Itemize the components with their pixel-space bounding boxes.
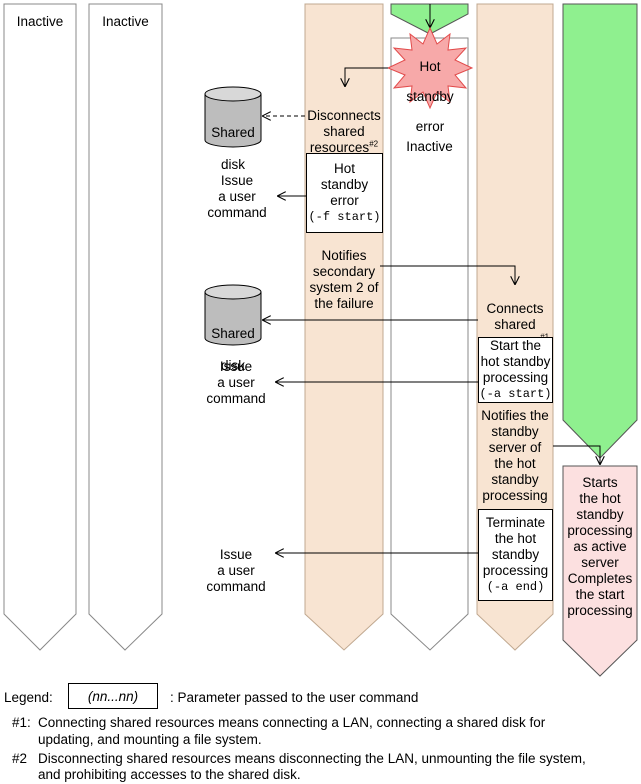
shared-disk-1-line2: disk bbox=[220, 157, 245, 172]
error-star-line2: standby bbox=[406, 89, 454, 104]
starts-active-label: Starts the hot standby processing as act… bbox=[567, 475, 633, 618]
lane-inactive-3 bbox=[390, 37, 469, 651]
lane-inactive-2 bbox=[88, 3, 163, 651]
shared-disk-2 bbox=[204, 284, 262, 346]
legend-param-desc: : Parameter passed to the user command bbox=[170, 690, 419, 705]
arrow-notify-connect bbox=[380, 265, 515, 284]
start-hot-standby-box: Start the hot standby processing (-a sta… bbox=[478, 337, 553, 403]
disconnects-label: Disconnects shared resources#2 bbox=[298, 92, 390, 156]
shared-disk-1-line1: Shared bbox=[211, 125, 255, 140]
arrow-error-to-disconnects bbox=[345, 67, 388, 86]
note-2-line-2: and prohibiting accesses to the shared d… bbox=[38, 767, 301, 782]
disconnects-text: Disconnects shared resources bbox=[307, 108, 381, 155]
error-star-label: Hot standby error bbox=[398, 44, 462, 134]
note-2-id: #2 bbox=[12, 751, 28, 766]
terminate-hot-standby-box: Terminate the hot standby processing (-a… bbox=[478, 509, 553, 601]
start-hot-standby-param: (-a start) bbox=[479, 387, 552, 401]
note-2-line-1: Disconnecting shared resources means dis… bbox=[38, 751, 586, 766]
error-star-line3: error bbox=[415, 119, 445, 134]
shared-disk-2-line1: Shared bbox=[211, 326, 255, 341]
error-star bbox=[386, 26, 474, 110]
issue-command-3: Issue a user command bbox=[206, 547, 266, 594]
error-star-line1: Hot bbox=[419, 59, 441, 74]
note-1-line-1: Connecting shared resources means connec… bbox=[38, 715, 546, 730]
hot-standby-error-box: Hot standby error (-f start) bbox=[306, 153, 383, 233]
issue-command-2: Issue a user command bbox=[206, 359, 266, 406]
disconnects-note: #2 bbox=[369, 139, 379, 149]
notifies-standby-label: Notifies the standby server of the hot s… bbox=[481, 408, 549, 503]
note-1-line-2: updating, and mounting a file system. bbox=[38, 732, 262, 747]
shared-disk-1 bbox=[204, 86, 262, 148]
notifies-secondary-label: Notifies secondary system 2 of the failu… bbox=[309, 248, 379, 311]
hot-standby-error-param: (-f start) bbox=[308, 210, 381, 224]
lane-tan-2 bbox=[476, 3, 554, 651]
terminate-hot-standby-text: Terminate the hot standby processing bbox=[482, 515, 549, 578]
terminate-hot-standby-param: (-a end) bbox=[486, 580, 545, 594]
shared-disk-1-label: Shared disk bbox=[205, 109, 261, 173]
lane-inactive-1 bbox=[3, 3, 77, 651]
hot-standby-error-text: Hot standby error bbox=[320, 161, 369, 208]
arrow-notify-active bbox=[553, 445, 600, 464]
issue-command-1: Issue a user command bbox=[207, 173, 267, 220]
note-1-id: #1: bbox=[12, 715, 31, 730]
shared-disk-2-label: Shared disk bbox=[205, 310, 261, 374]
lane-green-right bbox=[562, 3, 638, 459]
start-hot-standby-text: Start the hot standby processing bbox=[480, 338, 551, 385]
lane-label-inactive-3: Inactive bbox=[406, 139, 453, 154]
legend-param-box: (nn...nn) bbox=[68, 683, 158, 709]
legend-label: Legend: bbox=[4, 690, 53, 705]
lane-pink-right bbox=[562, 465, 638, 677]
lane-label-inactive-2: Inactive bbox=[102, 14, 149, 29]
lane-label-inactive-1: Inactive bbox=[16, 14, 64, 29]
shared-disk-2-line2: disk bbox=[220, 358, 245, 373]
